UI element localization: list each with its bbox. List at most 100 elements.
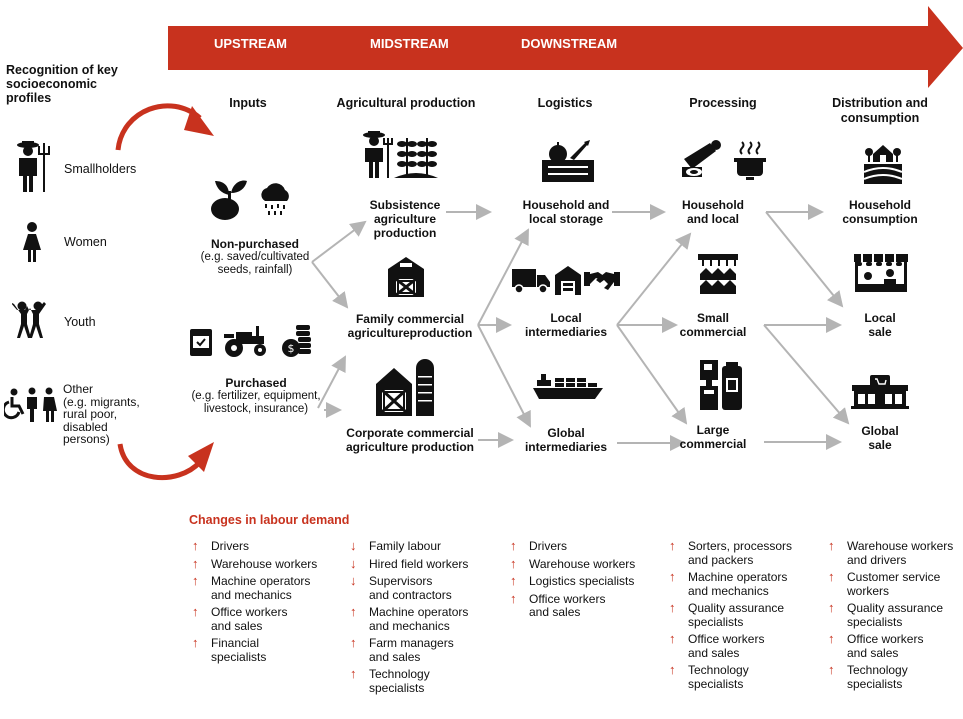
node-global-sale: Global sale <box>822 424 938 452</box>
node-global-intermediaries-line: intermediaries <box>524 440 608 454</box>
value-chain-banner <box>168 6 963 88</box>
node-local-intermediaries-line: intermediaries <box>524 325 608 339</box>
node-household-consumption: Household consumption <box>822 198 938 226</box>
node-family-line: agricultureproduction <box>347 326 473 340</box>
profiles-title-line: profiles <box>6 91 52 105</box>
other-people-icon <box>4 387 57 422</box>
labour-change-label: specialists <box>688 614 744 629</box>
cooking-pot-icon <box>734 141 766 180</box>
arrow-down-icon: ↓ <box>350 538 357 553</box>
arrow-up-icon: ↑ <box>828 538 835 553</box>
connector-line <box>765 211 844 308</box>
arrow-up-icon: ↑ <box>669 600 676 615</box>
banner-midstream: MIDSTREAM <box>370 36 449 51</box>
connector-line <box>317 355 346 409</box>
arrow-up-icon: ↑ <box>192 604 199 619</box>
labour-change-item: ↑Drivers <box>510 539 660 554</box>
node-subsistence-line: production <box>373 226 437 240</box>
arrow-up-icon: ↑ <box>828 600 835 615</box>
profile-other-line: (e.g. migrants, <box>63 394 140 409</box>
labour-change-label: Logistics specialists <box>529 574 635 588</box>
rain-cloud-icon <box>261 183 289 215</box>
input-purchased-sub: livestock, insurance) <box>203 403 309 415</box>
labour-change-label: Technology <box>847 663 908 677</box>
truck-icon <box>512 269 550 294</box>
header-processing: Processing <box>689 96 757 110</box>
barn-icon <box>388 257 424 297</box>
node-proc-household: Household and local <box>658 198 768 226</box>
node-household-consumption-line: consumption <box>842 212 918 226</box>
arrow-up-icon: ↑ <box>828 662 835 677</box>
farmer-icon <box>17 141 50 192</box>
labour-change-label: specialists <box>369 680 425 695</box>
changes-title: Changes in labour demand <box>189 513 350 527</box>
node-proc-small: Small commercial <box>658 311 768 339</box>
node-proc-small-line: Small <box>696 311 729 325</box>
changes-column-logistics: ↑Drivers↑ Warehouse workers ↑Logistics spe… <box>510 539 660 624</box>
arrow-up-icon: ↑ <box>828 569 835 584</box>
labour-change-item: ↑Logistics specialists <box>510 574 660 589</box>
labour-change-label: Technology <box>688 663 749 677</box>
market-stall-icon <box>854 254 908 292</box>
svg-text:$: $ <box>288 342 295 355</box>
labour-change-label: and packers <box>688 552 754 567</box>
header-inputs: Inputs <box>229 96 267 110</box>
profiles-title-line: socioeconomic <box>6 77 97 91</box>
arrow-up-icon: ↑ <box>192 573 199 588</box>
arrow-up-icon: ↑ <box>669 569 676 584</box>
node-household-storage: Household and local storage <box>506 198 626 226</box>
connector-line <box>477 324 531 428</box>
labour-change-label: Machine operators <box>369 605 469 619</box>
node-global-intermediaries: Global intermediaries <box>506 426 626 454</box>
banner-upstream: UPSTREAM <box>214 36 287 51</box>
labour-change-label: and sales <box>529 605 581 619</box>
arrow-up-icon: ↑ <box>669 538 676 553</box>
node-family-commercial: Family commercial agricultureproduction <box>336 312 484 340</box>
arrow-up-icon: ↑ <box>350 604 357 619</box>
connector-line <box>477 228 529 326</box>
profile-other: Other (e.g. migrants, rural poor, disabl… <box>63 383 140 446</box>
labour-change-label: Technology <box>369 667 430 681</box>
labour-change-label: Office workers <box>847 632 924 646</box>
labour-change-label: and mechanics <box>211 587 292 602</box>
profile-other-line: Other <box>63 382 94 396</box>
arrow-up-icon: ↑ <box>669 631 676 646</box>
labour-change-label: workers <box>847 583 890 598</box>
profile-women: Women <box>64 235 107 249</box>
node-proc-large: Large commercial <box>658 423 768 451</box>
labour-change-label: specialists <box>847 676 903 691</box>
node-proc-household-line: Household <box>682 198 744 212</box>
node-proc-household-line: and local <box>686 212 739 226</box>
node-subsistence-line: agriculture <box>373 212 436 226</box>
labour-change-label: Machine operators <box>688 570 788 584</box>
factory-machine-icon <box>700 360 742 410</box>
labour-change-label: and sales <box>369 649 421 664</box>
labour-change-label: Office workers <box>211 605 288 619</box>
node-global-sale-line: Global <box>861 424 899 438</box>
fertilizer-bag-icon <box>190 329 212 356</box>
labour-change-label: specialists <box>688 676 744 691</box>
header-distribution-line: consumption <box>840 111 920 125</box>
labour-change-label: Machine operators <box>211 574 311 588</box>
connector-line <box>763 324 850 425</box>
labour-change-label: Drivers <box>211 539 249 553</box>
banner-downstream: DOWNSTREAM <box>521 36 618 51</box>
labour-change-label: Warehouse workers <box>529 556 636 571</box>
labour-change-label: Farm managers <box>369 636 454 650</box>
node-subsistence: Subsistence agriculture production <box>350 198 460 240</box>
input-non-purchased-title: Non-purchased <box>210 237 299 251</box>
arrow-up-icon: ↑ <box>192 635 199 650</box>
barn-silo-icon <box>376 359 434 416</box>
node-household-consumption-line: Household <box>849 198 911 212</box>
arrow-up-icon: ↑ <box>510 555 517 571</box>
labour-change-label: Quality assurance <box>688 601 785 615</box>
